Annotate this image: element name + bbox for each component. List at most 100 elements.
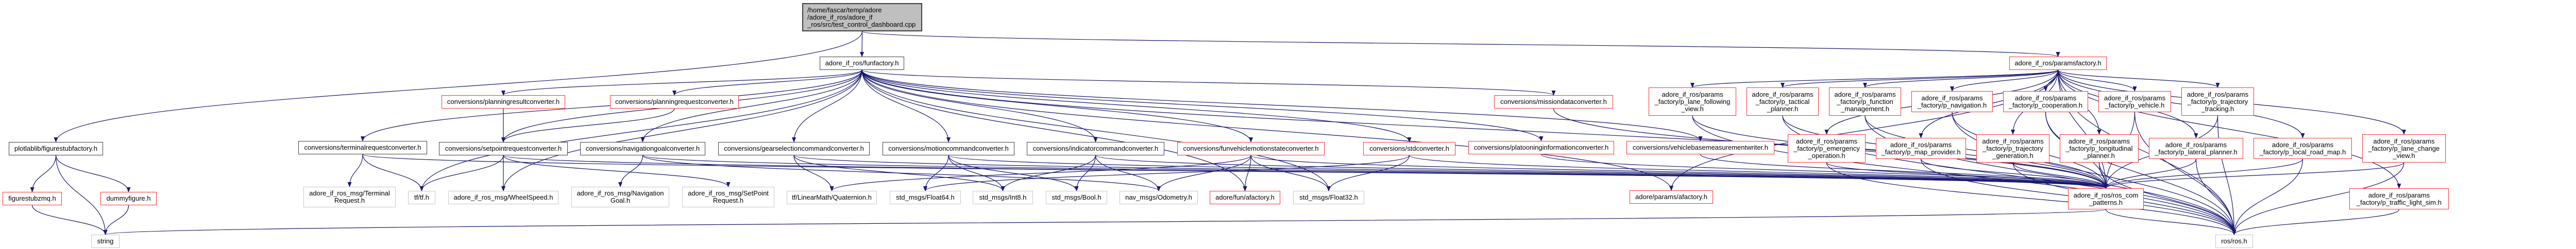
node-p-function-management[interactable]: adore_if_ros/params _factory/p_function … <box>1829 87 1901 116</box>
node-paramsfactory[interactable]: adore_if_ros/paramsfactory.h <box>2009 57 2107 70</box>
node-platooninginformationconverter[interactable]: conversions/platooninginformationconvert… <box>1468 141 1614 154</box>
node-wheelspeed-msg: adore_if_ros_msg/WheelSpeed.h <box>448 191 558 204</box>
node-dummyfigure[interactable]: dummyfigure.h <box>100 192 157 205</box>
edge-ros_com_patterns-to-string <box>104 209 2107 235</box>
edge-funfactory-to-planningresult <box>501 69 862 96</box>
node-params-afactory[interactable]: adore/params/afactory.h <box>1630 190 1713 204</box>
edge-figurestubzmq-to-string <box>31 205 108 235</box>
edge-paramsfactory-to-ros_com_patterns <box>2057 69 2108 189</box>
edge-terminalreq-to-TerminalRequest <box>347 154 363 187</box>
node-missiondataconverter[interactable]: conversions/missiondataconverter.h <box>1494 95 1613 109</box>
edge-figurestubfactory-to-figurestubzmq <box>30 155 57 192</box>
node-setpointrequestconverter[interactable]: conversions/setpointrequestconverter.h <box>439 142 568 155</box>
edge-funvehmotion-to-fun_afactory <box>1243 155 1251 191</box>
node-terminalrequest-msg: adore_if_ros_msg/Terminal Request.h <box>303 187 396 207</box>
node-figurestubzmq[interactable]: figurestubzmq.h <box>3 192 62 205</box>
node-motioncommandconverter[interactable]: conversions/motioncommandconverter.h <box>883 142 1014 155</box>
edge-paramsfactory-to-p_trajectory_tracking <box>2057 69 2220 88</box>
edge-navgoal-to-NavigationGoal <box>618 155 643 187</box>
edge-setpointreq-to-SetPointRequest <box>503 155 731 187</box>
edge-paramsfactory-to-p_function_management <box>1863 69 2059 88</box>
edge-funfactory-to-planningrequest <box>672 69 862 96</box>
node-vehiclebasemeasurementwriter[interactable]: conversions/vehiclebasemeasurementwriter… <box>1626 141 1774 154</box>
edge-p_longitudinal_planner-to-ros <box>2098 162 2236 235</box>
node-tf: tf/tf.h <box>408 191 435 204</box>
node-p-tactical-planner[interactable]: adore_if_ros/params _factory/p_tactical … <box>1747 87 1819 116</box>
node-float32: std_msgs/Float32.h <box>1293 191 1364 204</box>
edge-paramsfactory-to-p_lane_following_view <box>1690 69 2059 88</box>
node-indicatorcommandconverter[interactable]: conversions/indicatorcommandconverter.h <box>1027 142 1164 155</box>
edge-motioncmd-to-Bool <box>948 155 1079 191</box>
node-p-lateral-planner[interactable]: adore_if_ros/params _factory/p_lateral_p… <box>2149 138 2243 159</box>
node-stdconverter[interactable]: conversions/stdconverter.h <box>1363 142 1455 155</box>
edge-motioncmd-to-Int8 <box>948 155 1005 191</box>
node-p-lane-change-view[interactable]: adore_if_ros/params _factory/p_lane_chan… <box>2362 134 2446 163</box>
edge-root-to-figurestubfactory <box>54 31 863 143</box>
edge-funvehmotion-to-Float32 <box>1250 155 1331 191</box>
edge-p_lane_change_view-to-ros_com_patterns <box>2104 162 2404 189</box>
edge-root-to-paramsfactory <box>861 31 2060 57</box>
edge-indicatorcmd-to-Odometry <box>1095 155 1161 191</box>
node-p-navigation[interactable]: adore_if_ros/params _factory/p_navigatio… <box>1911 91 1993 112</box>
edge-stdconv-to-Float64 <box>923 155 1410 191</box>
edge-terminalreq-to-tf <box>362 154 424 191</box>
node-figurestubfactory[interactable]: plotlablib/figurestubfactory.h <box>9 142 103 155</box>
edge-motioncmd-to-ros_com_patterns <box>948 155 2108 189</box>
node-p-traffic-light-sim[interactable]: adore_if_ros/params _factory/p_traffic_l… <box>2349 188 2449 209</box>
node-navigationgoal-msg: adore_if_ros_msg/Navigation Goal.h <box>571 187 669 207</box>
edge-funfactory-to-indicatorcmd <box>861 69 1098 143</box>
edge-funfactory-to-stdconv <box>861 69 1412 143</box>
edge-p_emergency_operation-to-ros <box>1826 162 2236 235</box>
node-ros: ros/ros.h <box>2215 235 2253 248</box>
edge-vbmwriter-to-ros_com_patterns <box>1700 154 2108 189</box>
edge-figurestubfactory-to-dummyfigure <box>55 155 131 192</box>
node-p-map-provider[interactable]: adore_if_ros/params _factory/p_map_provi… <box>1876 138 1966 159</box>
edge-dummyfigure-to-string <box>103 205 129 235</box>
edge-figurestubfactory-to-string <box>55 155 108 235</box>
edge-p_lane_change_view-to-ros <box>2232 162 2404 235</box>
edge-p_traffic_light_sim-to-ros <box>2232 209 2400 235</box>
node-planningresultconverter[interactable]: conversions/planningresultconverter.h <box>442 95 565 109</box>
edge-funfactory-to-WheelSpeed <box>501 69 862 191</box>
edge-gearsel-to-Quaternion <box>793 155 834 191</box>
node-p-local-road-map[interactable]: adore_if_ros/params _factory/p_local_roa… <box>2253 138 2352 159</box>
node-p-cooperation[interactable]: adore_if_ros/params _factory/p_cooperati… <box>2003 91 2088 112</box>
node-p-trajectory-generation[interactable]: adore_if_ros/params _factory/p_trajector… <box>1976 134 2049 163</box>
edge-p_emergency_operation-to-ros_com_patterns <box>1826 162 2108 189</box>
edge-paramsfactory-to-p_vehicle <box>2057 69 2137 92</box>
node-terminalrequestconverter[interactable]: conversions/terminalrequestconverter.h <box>298 141 427 154</box>
node-funfactory[interactable]: adore_if_ros/funfactory.h <box>820 57 904 70</box>
node-fun-afactory[interactable]: adore/fun/afactory.h <box>1210 191 1280 204</box>
node-funvehiclemotionstateconverter[interactable]: conversions/funvehiclemotionstateconvert… <box>1177 142 1325 155</box>
node-ros-com-patterns[interactable]: adore_if_ros/ros_com _patterns.h <box>2068 188 2144 209</box>
edge-p_navigation-to-ros <box>1952 112 2236 235</box>
node-p-longitudinal-planner[interactable]: adore_if_ros/params _factory/p_longitudi… <box>2060 134 2139 163</box>
edge-funfactory-to-params_afactory <box>861 69 1673 191</box>
edge-p_function_management-to-ros <box>1865 115 2236 235</box>
edge-indicatorcmd-to-Bool <box>1074 155 1096 191</box>
edge-paramsfactory-to-p_navigation <box>1950 69 2059 92</box>
node-bool: std_msgs/Bool.h <box>1046 191 1107 204</box>
edge-p_lateral_planner-to-ros <box>2195 158 2236 235</box>
node-p-lane-following-view[interactable]: adore_if_ros/params _factory/p_lane_foll… <box>1649 87 1736 116</box>
node-planningrequestconverter[interactable]: conversions/planningrequestconverter.h <box>610 95 739 109</box>
edge-stdconv-to-Float32 <box>1327 155 1410 191</box>
edge-funvehmotion-to-Quaternion <box>829 155 1251 191</box>
edge-motioncmd-to-Float64 <box>923 155 949 191</box>
node-root-file[interactable]: /home/fascar/temp/adore /adore_if_ros/ad… <box>802 3 922 31</box>
edge-p_local_road_map-to-ros_com_patterns <box>2104 158 2303 189</box>
edge-funvehmotion-to-ros_com_patterns <box>1250 155 2108 189</box>
edge-p_trajectory_generation-to-ros_com_patterns <box>2012 162 2108 189</box>
node-p-emergency-operation[interactable]: adore_if_ros/params _factory/p_emergency… <box>1788 134 1866 163</box>
edge-indicatorcmd-to-ros_com_patterns <box>1095 155 2108 189</box>
node-quaternion: tf/LinearMath/Quaternion.h <box>787 191 877 204</box>
node-p-trajectory-tracking[interactable]: adore_if_ros/params _factory/p_trajector… <box>2181 87 2254 116</box>
edge-funfactory-to-tf <box>419 69 862 191</box>
edge-planningrequest-to-setpointreq <box>501 108 675 143</box>
edge-p_trajectory_tracking-to-ros <box>2217 115 2236 235</box>
node-p-vehicle[interactable]: adore_if_ros/params _factory/p_vehicle.h <box>2098 91 2171 112</box>
edge-gearsel-to-Int8 <box>793 155 1005 191</box>
node-navigationgoalconverter[interactable]: conversions/navigationgoalconverter.h <box>580 142 705 155</box>
node-gearselectioncommandconverter[interactable]: conversions/gearselectioncommandconverte… <box>718 142 870 155</box>
